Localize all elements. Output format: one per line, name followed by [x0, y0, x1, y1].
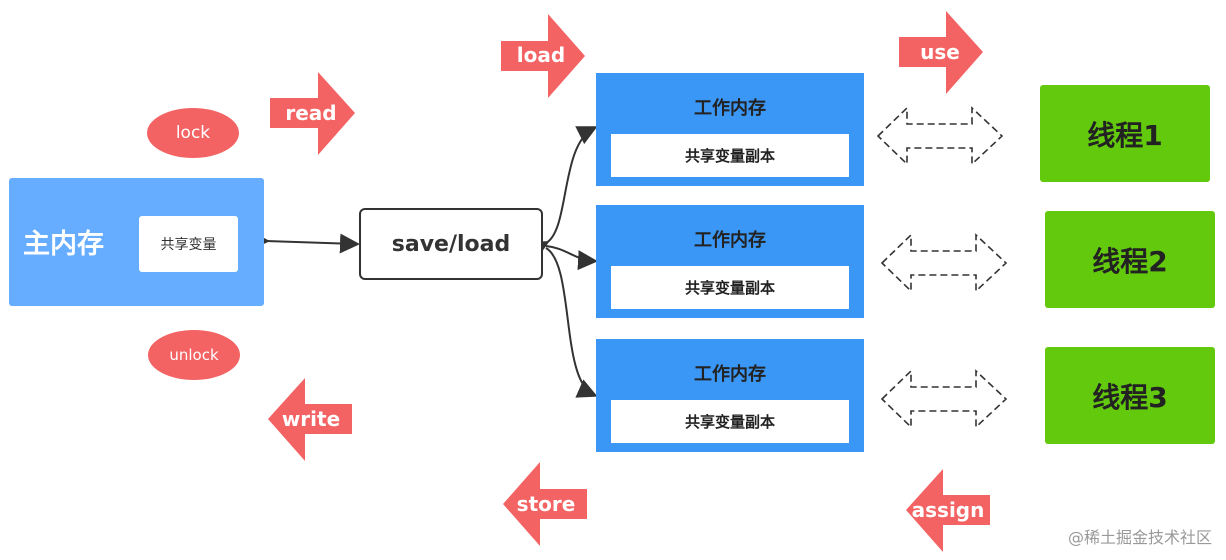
shared-variable-copy: 共享变量副本 [611, 400, 849, 443]
save-load-box: save/load [359, 208, 543, 280]
use-arrow [899, 11, 983, 94]
work-memory-3: 工作内存 共享变量副本 [596, 339, 864, 452]
work3-thread3-double-arrow [880, 369, 1008, 429]
assign-label: assign [911, 498, 985, 522]
work2-thread2-double-arrow [880, 233, 1008, 293]
saveload-work1-connector [527, 126, 598, 260]
thread-1: 线程1 [1040, 85, 1210, 182]
thread-2: 线程2 [1045, 211, 1215, 308]
lock-ellipse: lock [147, 108, 239, 158]
assign-arrow [906, 469, 990, 552]
watermark: @稀土掘金技术社区 [1067, 528, 1212, 547]
saveload-work2-connector [545, 245, 598, 271]
load-label: load [516, 43, 566, 67]
thread-2-label: 线程2 [1092, 244, 1168, 278]
write-arrow [268, 378, 352, 461]
read-arrow [270, 72, 355, 155]
store-label: store [516, 492, 576, 516]
shared-variable-copy: 共享变量副本 [611, 134, 849, 177]
unlock-label: unlock [169, 346, 219, 364]
work-memory-title: 工作内存 [694, 364, 766, 385]
work-memory-1: 工作内存 共享变量副本 [596, 73, 864, 186]
load-arrow [501, 14, 585, 98]
shared-variable-copy: 共享变量副本 [611, 266, 849, 309]
main-memory-box: 主内存 共享变量 [9, 178, 264, 306]
main-saveload-connector [249, 230, 360, 254]
write-label: write [281, 407, 341, 431]
save-load-label: save/load [391, 231, 511, 257]
work-memory-2: 工作内存 共享变量副本 [596, 205, 864, 318]
saveload-work3-connector [545, 247, 598, 398]
lock-label: lock [175, 123, 211, 143]
thread-3: 线程3 [1045, 347, 1215, 444]
main-memory-title: 主内存 [23, 229, 104, 260]
thread-1-label: 线程1 [1087, 118, 1163, 152]
thread-3-label: 线程3 [1092, 380, 1168, 414]
work-memory-title: 工作内存 [694, 98, 766, 119]
work-memory-title: 工作内存 [694, 230, 766, 251]
shared-variable-box: 共享变量 [139, 216, 238, 272]
shared-variable-label: 共享变量 [160, 237, 217, 253]
store-arrow [503, 462, 587, 546]
use-label: use [920, 40, 960, 64]
read-label: read [285, 101, 337, 125]
work1-thread1-double-arrow [876, 106, 1004, 166]
unlock-ellipse: unlock [148, 330, 240, 380]
